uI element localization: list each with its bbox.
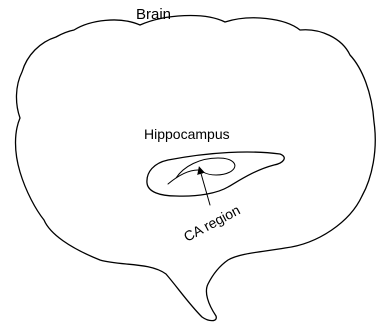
hippocampus-label: Hippocampus [144,126,230,142]
ca-fold-curve [176,158,235,178]
brain-label: Brain [136,6,171,23]
hippocampus-outline [147,152,284,196]
ca-inner-line [168,170,198,184]
brain-outline [16,16,376,321]
pointer-arrow [200,170,210,205]
ca-region-label: CA region [181,202,243,245]
